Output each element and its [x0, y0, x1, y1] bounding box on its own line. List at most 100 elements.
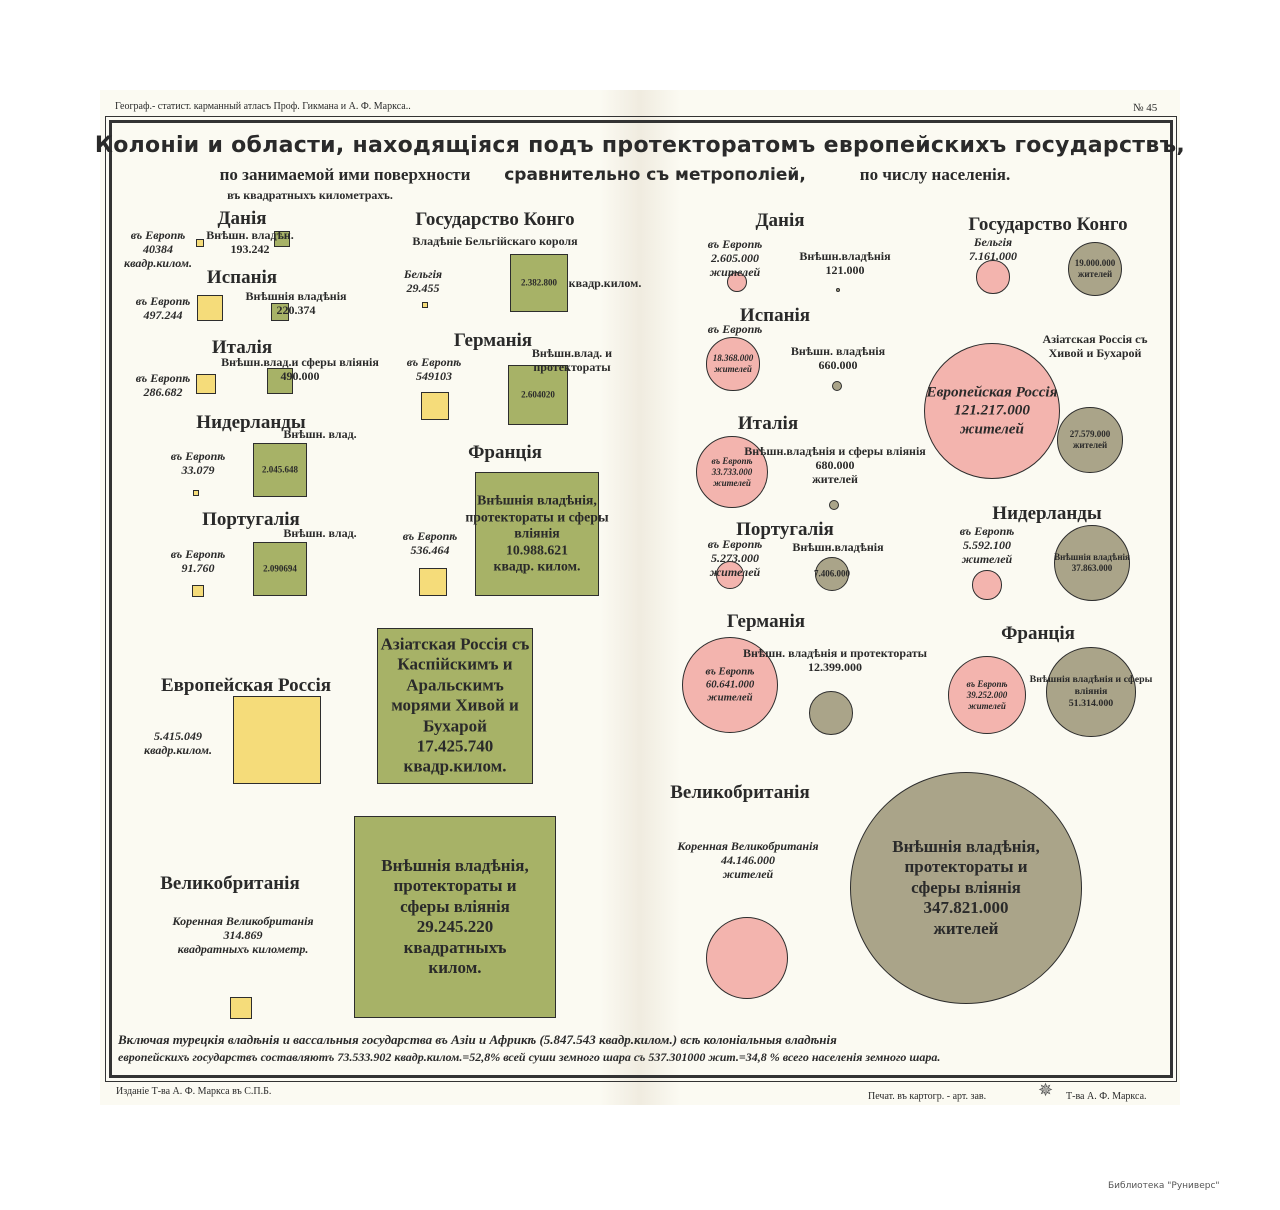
home-population-circle	[715, 560, 745, 590]
home-unit: жителей	[961, 551, 1013, 566]
running-head: Географ.- статист. карманный атласъ Проф…	[115, 101, 411, 112]
home-population-circle	[976, 260, 1010, 294]
home-area-square	[192, 585, 204, 597]
home-value: 314.869	[223, 927, 263, 942]
colony-value: 490.000	[280, 368, 320, 383]
colony-value: 347.821.000	[923, 898, 1009, 918]
colony-caption: Внѣшн.влад. и протекторaты	[531, 346, 613, 374]
colony-unit: квадр.килом.	[403, 756, 507, 776]
home-area-square	[421, 301, 429, 309]
home-value: 60.641.000	[705, 678, 755, 691]
home-caption: въ Европѣ	[966, 678, 1008, 689]
country-title: Франція	[468, 442, 542, 463]
units-note: въ квадратныхъ километрахъ.	[227, 188, 393, 202]
country-title: Великобританія	[160, 873, 300, 894]
colony-population-circle	[1067, 241, 1123, 297]
country-title: Данія	[755, 210, 805, 231]
colony-area-square	[273, 230, 291, 248]
colony-area-square	[376, 627, 534, 785]
country-title: Великобританія	[670, 782, 810, 803]
colony-value: 2.090694	[263, 563, 297, 574]
map-frame	[105, 116, 1177, 1082]
home-area-square	[192, 489, 200, 497]
footnote-line-2: европейскихъ государствъ составляютъ 73.…	[118, 1050, 941, 1064]
colony-population-circle	[809, 691, 853, 735]
colony-population-circle	[849, 771, 1082, 1004]
home-caption: Европейская Россія	[926, 383, 1058, 401]
country-title: Франція	[1001, 623, 1075, 644]
home-caption: въ Европѣ	[707, 322, 763, 336]
home-value: 39.252.000	[966, 689, 1008, 700]
home-label: въ Европѣ	[675, 322, 795, 337]
home-value: 5.592.100	[962, 537, 1011, 552]
home-caption: въ Европѣ	[402, 529, 458, 543]
home-area-square	[195, 373, 217, 395]
colony-caption: Внѣшнія владѣнія, протектораты и сферы в…	[465, 492, 609, 541]
colony-caption: Внѣшнія владѣнія и сферы вліянія	[1029, 674, 1153, 698]
subtitle-compare: сравнительно съ метрополіей,	[504, 165, 806, 185]
colony-area-square	[253, 443, 307, 497]
home-area-square	[196, 239, 204, 247]
home-value: 549103	[415, 368, 452, 383]
colony-value: 660.000	[818, 357, 858, 372]
colony-caption: Внѣшн.владѣнія и сферы вліянія	[744, 444, 926, 458]
home-unit: жителей	[714, 364, 752, 374]
colony-area-square	[474, 471, 600, 597]
home-caption: Бельгія	[403, 267, 443, 281]
home-caption: Коренная Великобританія	[172, 914, 314, 928]
colony-caption: квадр.килом.	[568, 276, 642, 290]
colony-area-square	[266, 367, 294, 395]
colony-inner-label: 2.090694	[205, 564, 355, 575]
home-unit: жителей	[709, 564, 761, 579]
home-value: 497.244	[143, 307, 183, 322]
colony-area-square	[510, 254, 568, 312]
colony-caption: Внѣшн. владѣн.	[206, 228, 294, 242]
country-title: Италія	[211, 337, 273, 358]
publisher-credit: Изданіе Т-ва А. Ф. Маркса въ С.П.Б.	[116, 1086, 272, 1097]
colony-value: 37.863.000	[1071, 563, 1113, 573]
colony-population-circle	[1053, 524, 1131, 602]
home-caption: въ Европѣ	[170, 449, 226, 463]
home-unit: квадр.килом.	[144, 742, 212, 757]
home-population-circle	[705, 916, 789, 1000]
colony-population-circle	[835, 287, 841, 293]
home-value: 121.217.000	[953, 401, 1030, 419]
colony-unit: жителей	[1072, 440, 1108, 450]
colony-value: 2.045.648	[262, 464, 298, 475]
plate-number: № 45	[1133, 102, 1158, 114]
country-title: Данія	[217, 208, 267, 229]
home-caption: въ Европѣ	[705, 665, 755, 678]
home-caption: въ Европѣ	[406, 355, 462, 369]
home-value: 2.605.000	[710, 250, 759, 265]
colony-value: 193.242	[230, 241, 270, 256]
colony-inner-label: 2.045.648	[205, 465, 355, 476]
home-caption: въ Европѣ	[711, 455, 753, 466]
home-value: 5.273.000	[710, 550, 759, 565]
home-caption: въ Европѣ	[135, 371, 191, 385]
country-title: Государство Конго	[415, 209, 575, 230]
page-title: Колоніи и области, находящіяся подъ прот…	[94, 133, 1186, 158]
printer-firm: Т-ва А. Ф. Маркса.	[1066, 1091, 1147, 1102]
home-caption: въ Европѣ	[170, 547, 226, 561]
home-population-circle	[972, 570, 1002, 600]
home-population-circle	[726, 271, 748, 293]
colony-inner-label: Внѣшнія владѣнія, протектораты и сферы в…	[380, 856, 530, 978]
colony-value: 220.374	[276, 302, 316, 317]
home-value: 18.368.000	[712, 353, 754, 364]
home-caption: въ Европѣ	[959, 524, 1015, 538]
colony-caption: Внѣшнія владѣнія, протектораты и сферы в…	[892, 837, 1040, 897]
subtitle-population: по числу населенія.	[859, 165, 1011, 184]
colony-caption: Внѣшн.владѣнія	[792, 540, 884, 554]
